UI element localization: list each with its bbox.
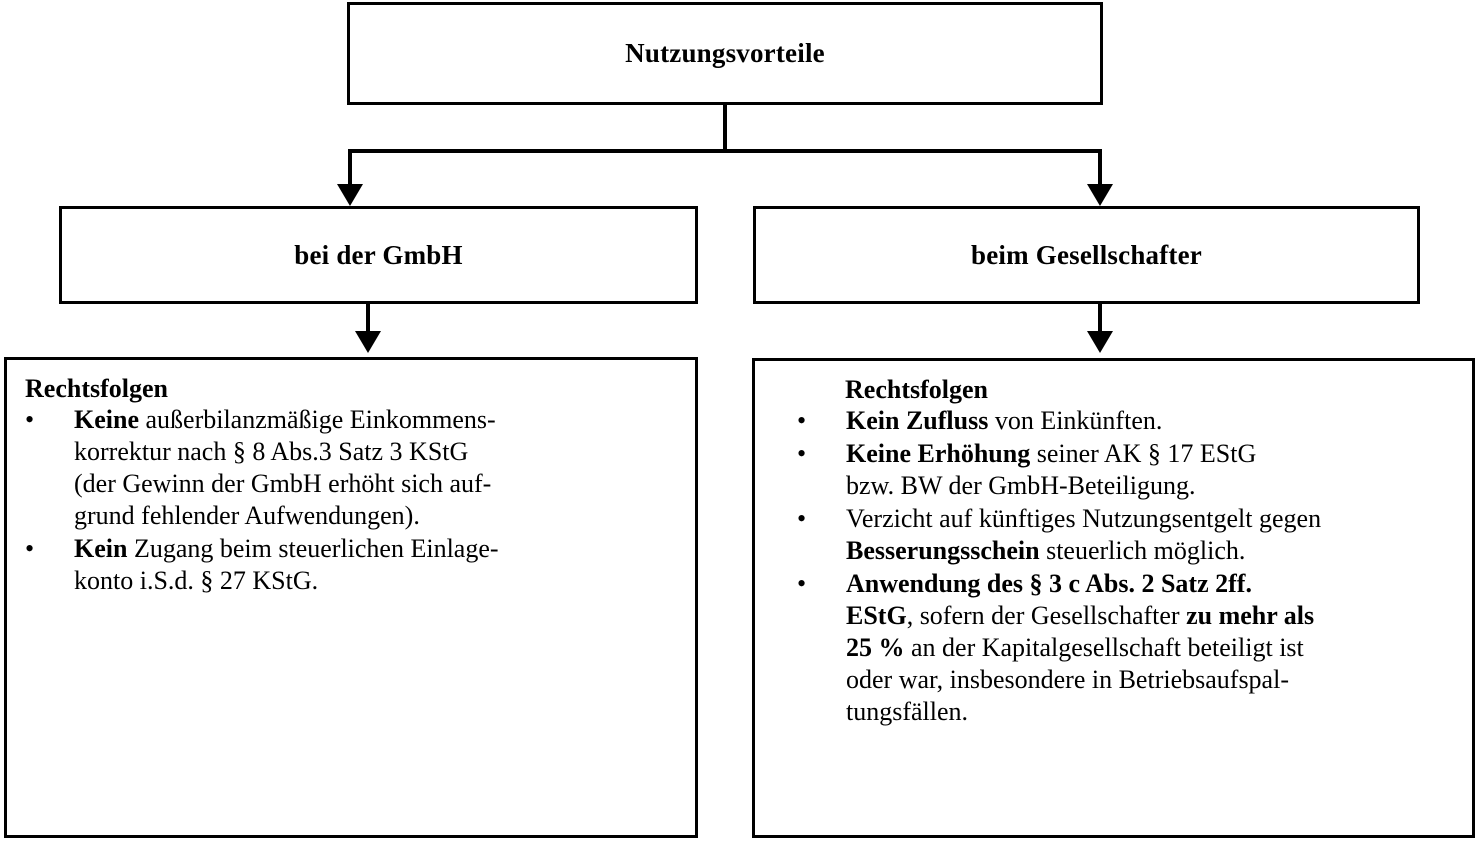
list-item-line: Keine außerbilanzmäßige Einkommens- (74, 404, 681, 436)
rechtsfolgen-gmbh-heading: Rechtsfolgen (25, 374, 168, 403)
bullet-icon: • (797, 406, 807, 436)
rechtsfolgen-gesellschafter-body: Rechtsfolgen • Kein Zufluss von Einkünfte… (755, 361, 1472, 728)
text-plain: von Einkünften. (988, 406, 1163, 436)
text-plain: Zugang beim steuerlichen Einlage- (127, 533, 499, 563)
text-plain: , sofern der Gesellschafter (906, 600, 1187, 630)
list-item-line: (der Gewinn der GmbH erhöht sich auf- (74, 468, 681, 500)
connector-root-horizontal-bar (348, 149, 1102, 153)
list-item-line: Verzicht auf künftiges Nutzungsentgelt g… (846, 503, 1458, 535)
rechtsfolgen-gesellschafter-list: • Kein Zufluss von Einkünften. • Keine Erhö… (797, 405, 1458, 728)
text-plain: korrektur nach § 8 Abs.3 Satz 3 KStG (74, 437, 469, 467)
bullet-icon: • (25, 533, 35, 563)
node-gmbh-label: bei der GmbH (294, 239, 463, 270)
rechtsfolgen-gmbh-list: • Keine außerbilanzmäßige Einkommens-korr… (25, 404, 681, 597)
text-plain: tungsfällen. (846, 696, 969, 726)
list-item-line: EStG, sofern der Gesellschafter zu mehr … (846, 600, 1458, 632)
list-item-line: 25 % an der Kapitalgesellschaft beteilig… (846, 632, 1458, 664)
text-plain: bzw. BW der GmbH-Beteiligung. (846, 471, 1196, 501)
text-plain: steuerlich möglich. (1039, 535, 1246, 565)
list-item-line: Anwendung des § 3 c Abs. 2 Satz 2ff. (846, 568, 1458, 600)
text-plain: (der Gewinn der GmbH erhöht sich auf- (74, 469, 492, 499)
list-item-line: Keine Erhöhung seiner AK § 17 EStG (846, 438, 1458, 470)
list-item: • Keine außerbilanzmäßige Einkommens-korr… (25, 404, 681, 532)
arrowhead-down-icon-to-gmbh (337, 184, 363, 206)
node-nutzungsvorteile: Nutzungsvorteile (347, 2, 1103, 105)
bullet-icon: • (797, 504, 807, 534)
text-emphasis: Kein Zufluss (846, 406, 989, 436)
node-beim-gesellschafter: beim Gesellschafter (753, 206, 1420, 304)
text-plain: seiner AK § 17 EStG (1030, 439, 1257, 469)
text-plain: außerbilanzmäßige Einkommens- (139, 405, 496, 435)
bullet-icon: • (797, 439, 807, 469)
node-gesellschafter-label: beim Gesellschafter (971, 239, 1202, 270)
connector-root-stem (723, 104, 727, 152)
connector-root-to-gmbh (348, 149, 352, 185)
text-plain: Verzicht auf künftiges Nutzungsentgelt g… (846, 504, 1322, 534)
text-plain: konto i.S.d. § 27 KStG. (74, 565, 319, 595)
node-rechtsfolgen-gmbh: Rechtsfolgen • Keine außerbilanzmäßige Ei… (4, 357, 698, 838)
list-item-line: grund fehlender Aufwendungen). (74, 500, 681, 532)
text-plain: oder war, insbesondere in Betriebsaufspa… (846, 664, 1289, 694)
arrowhead-down-icon-to-gesellschafter (1087, 184, 1113, 206)
list-item-line: Besserungsschein steuerlich möglich. (846, 535, 1458, 567)
rechtsfolgen-gesellschafter-heading: Rechtsfolgen (845, 375, 988, 404)
text-emphasis: 25 % (846, 632, 905, 662)
list-item: • Kein Zufluss von Einkünften. (797, 405, 1458, 437)
text-emphasis: zu mehr als (1186, 600, 1315, 630)
node-rechtsfolgen-gesellschafter: Rechtsfolgen • Kein Zufluss von Einkünfte… (752, 358, 1475, 838)
bullet-icon: • (797, 568, 807, 598)
list-item-line: oder war, insbesondere in Betriebsaufspa… (846, 664, 1458, 696)
text-plain: an der Kapitalgesellschaft beteiligt ist (904, 632, 1304, 662)
text-emphasis: Kein (74, 533, 128, 563)
connector-gmbh-to-consequences (366, 304, 370, 332)
list-item-line: tungsfällen. (846, 696, 1458, 728)
list-item: • Anwendung des § 3 c Abs. 2 Satz 2ff.ESt… (797, 568, 1458, 728)
list-item-line: Kein Zufluss von Einkünften. (846, 405, 1458, 437)
list-item: • Verzicht auf künftiges Nutzungsentgelt … (797, 503, 1458, 567)
list-item-line: konto i.S.d. § 27 KStG. (74, 565, 681, 597)
bullet-icon: • (25, 405, 35, 435)
connector-gesellschafter-to-consequences (1098, 304, 1102, 332)
connector-root-to-gesellschafter (1098, 149, 1102, 185)
text-emphasis: Keine Erhöhung (846, 439, 1031, 469)
text-emphasis: Anwendung des § 3 c Abs. 2 Satz 2ff. (846, 568, 1252, 598)
list-item-line: bzw. BW der GmbH-Beteiligung. (846, 470, 1458, 502)
node-root-label: Nutzungsvorteile (625, 38, 825, 68)
arrowhead-down-icon-gesellschafter-consequences (1087, 331, 1113, 353)
list-item-line: Kein Zugang beim steuerlichen Einlage- (74, 533, 681, 565)
list-item-line: korrektur nach § 8 Abs.3 Satz 3 KStG (74, 436, 681, 468)
arrowhead-down-icon-gmbh-consequences (355, 331, 381, 353)
text-emphasis: Keine (74, 405, 139, 435)
list-item: • Kein Zugang beim steuerlichen Einlage-k… (25, 533, 681, 597)
text-plain: grund fehlender Aufwendungen). (74, 501, 420, 531)
rechtsfolgen-gmbh-body: Rechtsfolgen • Keine außerbilanzmäßige Ei… (7, 360, 695, 597)
node-bei-der-gmbh: bei der GmbH (59, 206, 698, 304)
text-emphasis: EStG (846, 600, 907, 630)
text-emphasis: Besserungsschein (846, 535, 1040, 565)
